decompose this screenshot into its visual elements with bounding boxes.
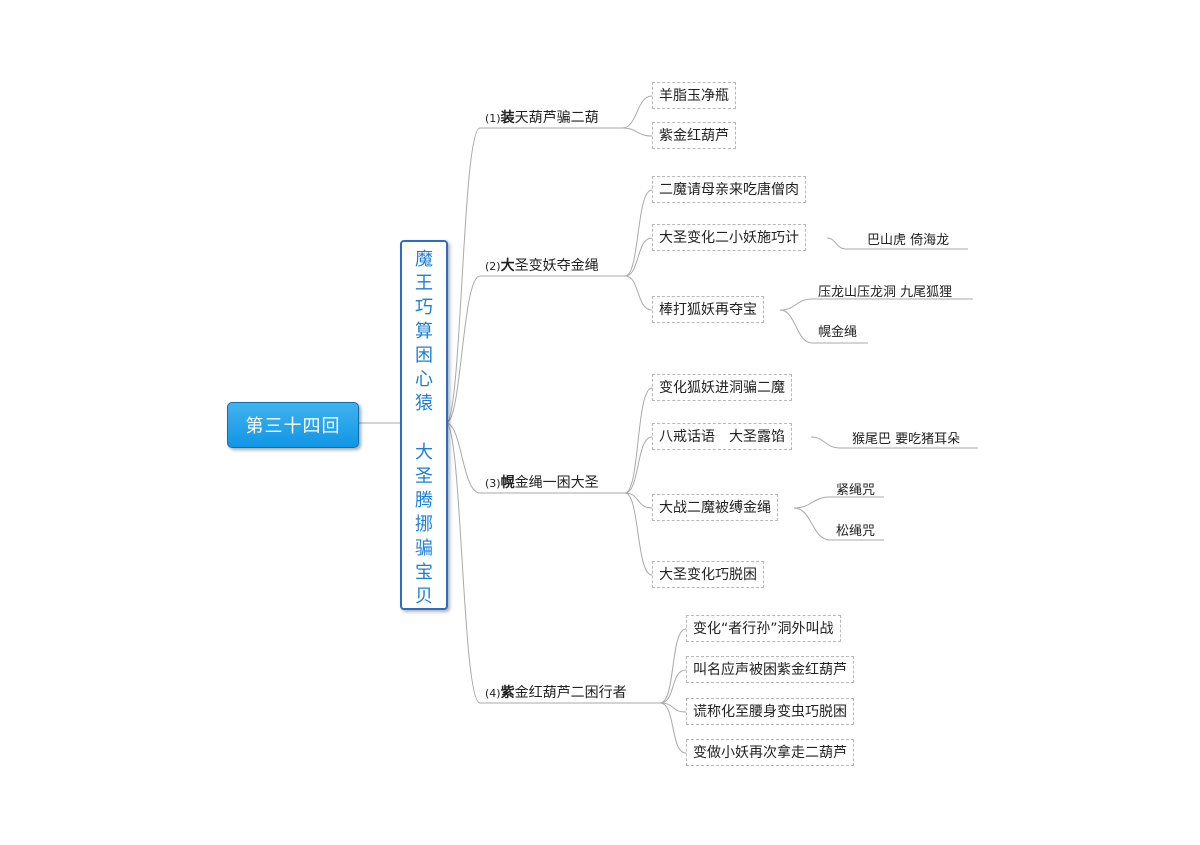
branch-3-number: (3) <box>485 477 501 490</box>
root-label: 第三十四回 <box>245 416 341 437</box>
title-line-1: 魔王巧算困心猿 <box>415 249 433 414</box>
leaf-2-3-2[interactable]: 幌金绳 <box>818 325 858 340</box>
node-2-3[interactable]: 棒打狐妖再夺宝 <box>652 296 764 323</box>
node-4-2[interactable]: 叫名应声被困紫金红葫芦 <box>686 656 854 683</box>
root-node[interactable]: 第三十四回 <box>227 402 359 448</box>
branch-1-first-char: 装 <box>500 110 515 126</box>
branch-3[interactable]: (3)幌金绳一困大圣 <box>485 472 599 492</box>
node-3-4[interactable]: 大圣变化巧脱困 <box>652 561 764 588</box>
branch-4-label: 金红葫芦二困行者 <box>514 685 627 701</box>
node-3-2[interactable]: 八戒话语 大圣露馅 <box>652 423 792 450</box>
branch-2-number: (2) <box>485 260 501 273</box>
branch-4[interactable]: (4)紫金红葫芦二困行者 <box>485 682 627 702</box>
leaf-3-2-1[interactable]: 猴尾巴 要吃猪耳朵 <box>852 432 961 447</box>
node-3-3[interactable]: 大战二魔被缚金绳 <box>652 494 778 521</box>
branch-1-number: (1) <box>485 112 501 125</box>
branch-3-first-char: 幌 <box>500 475 515 491</box>
node-3-1[interactable]: 变化狐妖进洞骗二魔 <box>652 374 792 401</box>
node-2-2[interactable]: 大圣变化二小妖施巧计 <box>652 224 806 251</box>
branch-2[interactable]: (2)大圣变妖夺金绳 <box>485 255 599 275</box>
title-line-2: 大圣腾挪骗宝贝 <box>415 442 433 607</box>
branch-2-first-char: 大 <box>500 258 515 274</box>
node-1-2[interactable]: 紫金红葫芦 <box>652 122 736 149</box>
branch-1[interactable]: (1)装天葫芦骗二葫 <box>485 107 599 127</box>
branch-4-number: (4) <box>485 687 501 700</box>
branch-1-label: 天葫芦骗二葫 <box>514 110 599 126</box>
leaf-3-3-2[interactable]: 松绳咒 <box>836 524 876 539</box>
branch-3-label: 金绳一困大圣 <box>514 475 599 491</box>
branch-2-label: 圣变妖夺金绳 <box>514 258 599 274</box>
node-1-1[interactable]: 羊脂玉净瓶 <box>652 82 736 109</box>
node-4-3[interactable]: 谎称化至腰身变虫巧脱困 <box>686 698 854 725</box>
leaf-2-3-1[interactable]: 压龙山压龙洞 九尾狐狸 <box>818 285 953 300</box>
node-2-1[interactable]: 二魔请母亲来吃唐僧肉 <box>652 176 806 203</box>
title-node[interactable]: 魔王巧算困心猿 大圣腾挪骗宝贝 <box>400 240 448 610</box>
node-4-1[interactable]: 变化“者行孙”洞外叫战 <box>686 615 841 642</box>
leaf-3-3-1[interactable]: 紧绳咒 <box>836 483 876 498</box>
leaf-2-2-1[interactable]: 巴山虎 倚海龙 <box>867 233 950 248</box>
node-4-4[interactable]: 变做小妖再次拿走二葫芦 <box>686 739 854 766</box>
branch-4-first-char: 紫 <box>500 685 515 701</box>
